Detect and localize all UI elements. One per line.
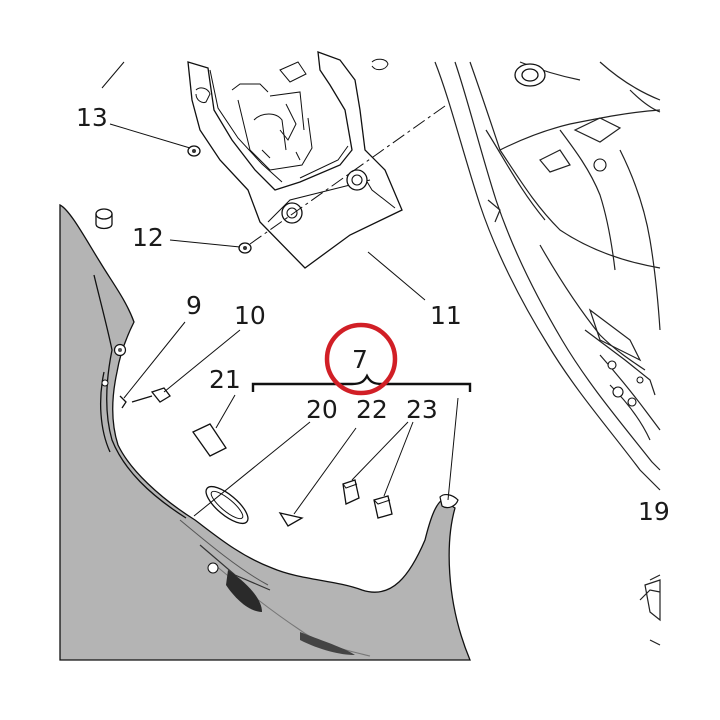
callout-11: 11 — [430, 301, 462, 330]
callout-22: 22 — [356, 395, 388, 424]
wedge-22 — [278, 512, 304, 527]
assembly-axis-line — [249, 105, 446, 245]
callout-9: 9 — [186, 291, 202, 320]
callout-12: 12 — [132, 223, 164, 252]
bracket-part-11 — [187, 51, 403, 269]
highlight-ring — [324, 322, 398, 396]
fairing-panel — [59, 203, 471, 661]
screw-10 — [131, 387, 171, 403]
screw-13 — [187, 145, 201, 157]
pad-23b — [373, 495, 393, 519]
clip-9 — [119, 395, 127, 409]
callout-10: 10 — [234, 301, 266, 330]
frame-assembly — [434, 61, 661, 646]
pad-23a — [342, 479, 360, 505]
callout-7: 7 — [352, 345, 368, 374]
callout-13: 13 — [76, 103, 108, 132]
callout-23: 23 — [406, 395, 438, 424]
leader-lines — [101, 61, 459, 517]
group-bracket-7 — [251, 373, 472, 392]
sticker-21 — [192, 423, 227, 457]
callout-20: 20 — [306, 395, 338, 424]
callout-19: 19 — [638, 497, 670, 526]
callout-21: 21 — [209, 365, 241, 394]
rubber-grommet — [95, 208, 113, 230]
oval-badge-20 — [205, 485, 249, 525]
nut-12 — [238, 242, 252, 254]
